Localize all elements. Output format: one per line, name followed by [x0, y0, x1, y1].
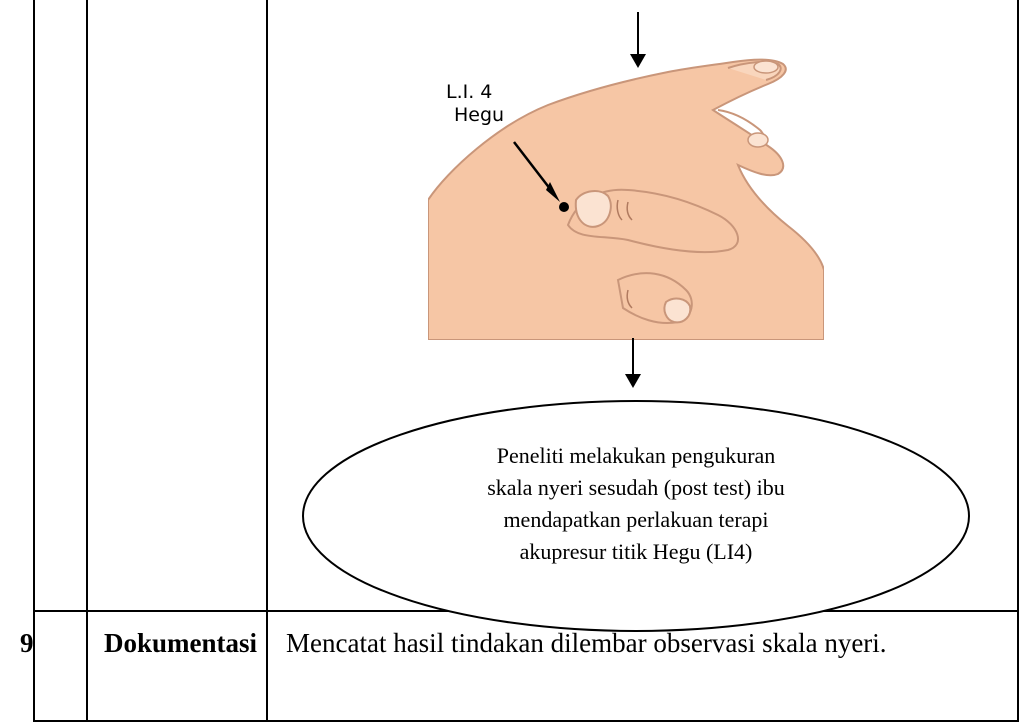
- table-border-col2: [266, 0, 268, 722]
- table-border-bottom: [33, 720, 1019, 722]
- acupoint-code-label: L.I. 4: [446, 81, 493, 103]
- acupoint-name-label: Hegu: [454, 104, 505, 126]
- flow-arrow-top: [626, 12, 650, 70]
- post-test-step-ellipse: Peneliti melakukan pengukuran skala nyer…: [300, 398, 972, 634]
- row-number: 9: [20, 628, 34, 658]
- table-border-col1: [86, 0, 88, 722]
- hegu-acupoint-illustration: L.I. 4 Hegu: [427, 50, 825, 341]
- table-border-left: [33, 0, 35, 722]
- flow-arrow-bottom: [621, 338, 645, 390]
- row-description: Mencatat hasil tindakan dilembar observa…: [286, 628, 887, 658]
- ellipse-line: Peneliti melakukan pengukuran: [496, 443, 776, 468]
- ellipse-line: akupresur titik Hegu (LI4): [519, 539, 753, 564]
- table-border-right: [1017, 0, 1019, 722]
- ellipse-line: skala nyeri sesudah (post test) ibu: [487, 475, 785, 500]
- ellipse-line: mendapatkan perlakuan terapi: [503, 507, 769, 532]
- row-label: Dokumentasi: [104, 628, 258, 658]
- post-test-step-text: Peneliti melakukan pengukuran skala nyer…: [300, 440, 972, 568]
